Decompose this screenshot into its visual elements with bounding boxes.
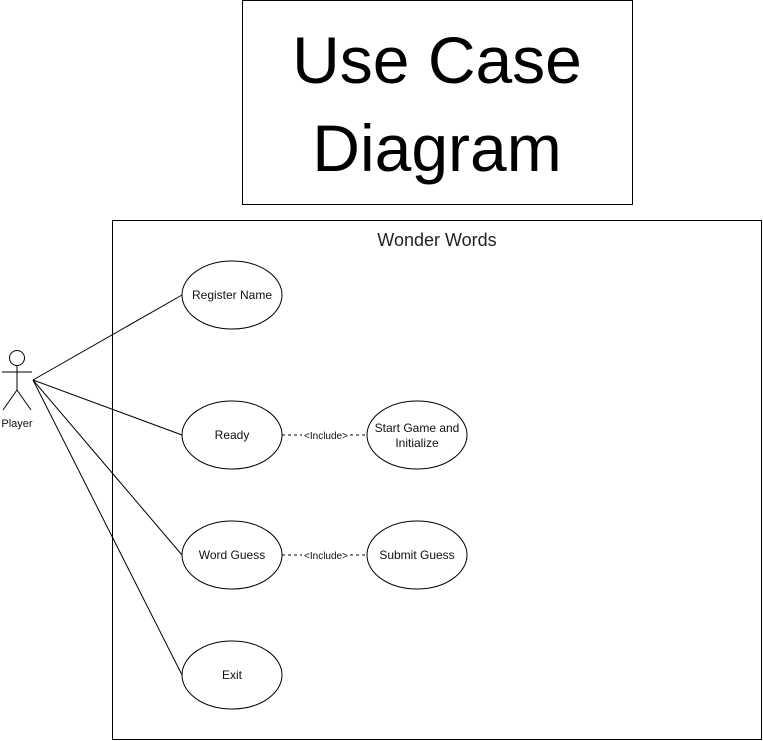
use-case-exit[interactable]: Exit <box>181 640 283 710</box>
association-ready <box>32 379 183 436</box>
use-case-ellipse <box>181 260 283 330</box>
stick-figure-icon <box>2 350 32 411</box>
use-case-start-game[interactable]: Start Game and Initialize <box>366 400 468 470</box>
title-line-2: Diagram <box>312 111 561 185</box>
use-case-ellipse <box>181 400 283 470</box>
associations <box>32 294 183 676</box>
use-case-label: Exit <box>222 668 243 682</box>
include-ready-start: <Include> <box>282 431 367 442</box>
use-case-submit-guess[interactable]: Submit Guess <box>366 520 468 590</box>
use-case-ellipse <box>366 520 468 590</box>
system-frame <box>112 220 762 740</box>
include-guess-submit: <Include> <box>282 551 367 562</box>
use-case-ellipse <box>181 640 283 710</box>
use-case-ready[interactable]: Ready <box>181 400 283 470</box>
actor-label: Player <box>1 418 33 430</box>
association-exit <box>32 379 183 676</box>
include-label: <Include> <box>304 431 348 442</box>
title-frame <box>242 0 633 205</box>
system-boundary: Wonder Words <box>112 220 762 740</box>
actor-player[interactable]: Player <box>1 350 33 431</box>
use-case-label: Register Name <box>192 288 272 302</box>
use-case-label: Word Guess <box>199 548 265 562</box>
title-line-1: Use Case <box>292 23 582 97</box>
use-case-label-line-2: Initialize <box>395 436 439 450</box>
association-word-guess <box>32 379 183 556</box>
use-case-label: Submit Guess <box>379 548 454 562</box>
use-case-label-line-1: Start Game and <box>375 421 460 435</box>
use-case-ellipse <box>366 400 468 470</box>
use-case-label: Ready <box>215 428 250 442</box>
include-label: <Include> <box>304 551 348 562</box>
use-case-ellipse <box>181 520 283 590</box>
use-case-register-name[interactable]: Register Name <box>181 260 283 330</box>
use-case-word-guess[interactable]: Word Guess <box>181 520 283 590</box>
system-name: Wonder Words <box>377 230 496 250</box>
association-register-name <box>32 294 183 381</box>
title-box: Use Case Diagram <box>242 0 633 205</box>
